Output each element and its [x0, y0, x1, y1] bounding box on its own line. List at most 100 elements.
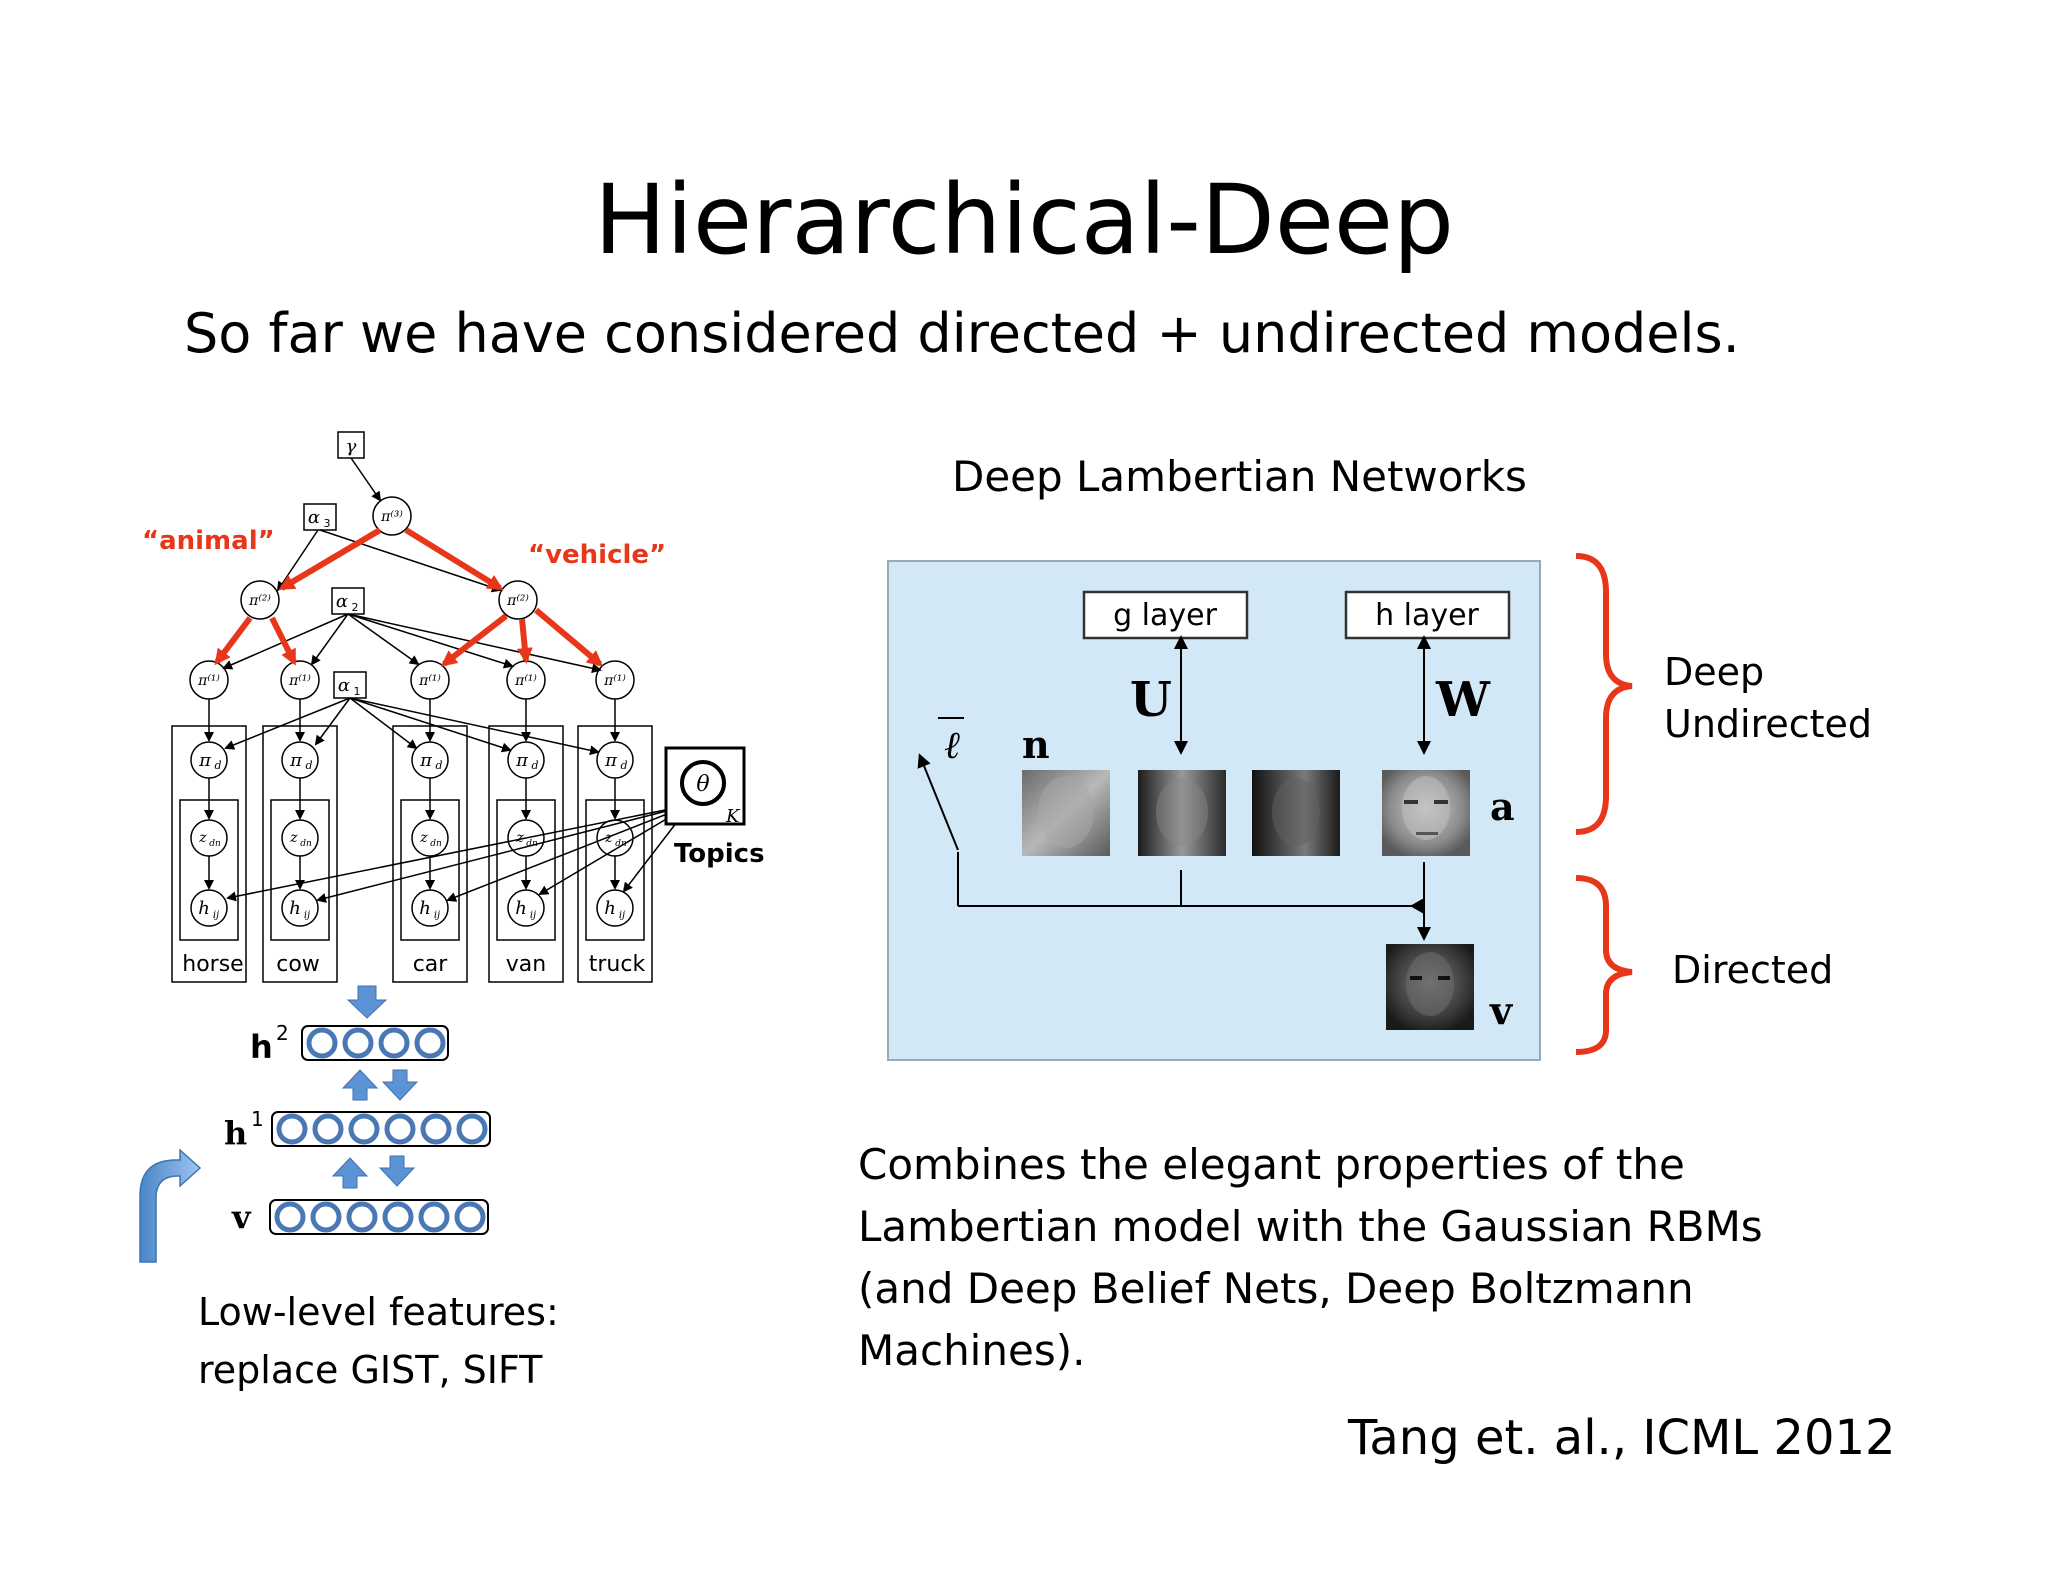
dln-diagram: g layer h layer U W ℓ n a	[887, 553, 1633, 1061]
svg-text:ij: ij	[434, 910, 440, 921]
zdn-node: z	[198, 830, 207, 846]
svg-text:ij: ij	[213, 910, 219, 921]
u-weight-label: U	[1130, 672, 1172, 728]
dbm-caption-line2: replace GIST, SIFT	[198, 1348, 543, 1392]
dbm-unit	[382, 1201, 414, 1233]
up-arrow-icon	[341, 1069, 379, 1101]
gamma-symbol: γ	[346, 436, 357, 457]
dbm-unit	[414, 1027, 446, 1059]
theta-node: θ	[696, 772, 709, 797]
dbm-unit	[378, 1027, 410, 1059]
normal-map-y-image	[1138, 770, 1226, 856]
image-v-label: v	[1489, 988, 1514, 1033]
curved-arrow-icon	[139, 1148, 202, 1263]
pid-node: π	[419, 750, 433, 771]
directed-brace	[1575, 875, 1633, 1055]
svg-text:ij: ij	[304, 910, 310, 921]
deep-undirected-label-line2: Undirected	[1664, 702, 1873, 746]
hij-node: h	[515, 898, 527, 919]
pid-node: π	[604, 750, 618, 771]
down-arrow-icon	[346, 985, 388, 1019]
pid-node: π	[515, 750, 529, 771]
svg-text:d: d	[531, 759, 538, 772]
w-weight-label: W	[1435, 672, 1491, 728]
svg-text:ij: ij	[530, 910, 536, 921]
dbm-unit	[310, 1201, 342, 1233]
h-layer-label: h layer	[1375, 598, 1479, 633]
pi1-node-van: π⁽¹⁾	[514, 673, 537, 689]
pi1-node-horse: π⁽¹⁾	[197, 673, 220, 689]
g-layer-label: g layer	[1113, 598, 1218, 633]
category-truck: truck	[589, 952, 646, 977]
svg-text:1: 1	[251, 1107, 264, 1131]
hij-node: h	[289, 898, 301, 919]
category-horse: horse	[182, 952, 243, 977]
pi1-node-car: π⁽¹⁾	[418, 673, 441, 689]
light-direction-label: ℓ	[944, 723, 960, 767]
svg-text:d: d	[620, 759, 627, 772]
body-text-line4: Machines).	[858, 1326, 1086, 1375]
dbm-stack: h 2 h 1 v	[139, 985, 491, 1263]
svg-text:dn: dn	[430, 839, 442, 849]
svg-text:1: 1	[354, 685, 361, 698]
hij-node: h	[419, 898, 431, 919]
up-arrow-icon	[331, 1157, 369, 1189]
plate-cow: π d z dn h ij	[281, 741, 319, 927]
hdp-graphical-model: γ α 3 π⁽³⁾ “animal” “vehicle” π⁽²⁾ π⁽²⁾ …	[142, 431, 765, 983]
dbm-unit	[456, 1113, 488, 1145]
dbm-unit	[276, 1113, 308, 1145]
dbm-unit	[384, 1113, 416, 1145]
svg-text:2: 2	[276, 1021, 289, 1045]
hij-node: h	[198, 898, 210, 919]
plate-van: π d z dn h ij	[507, 741, 545, 927]
body-text-line1: Combines the elegant properties of the	[858, 1140, 1685, 1189]
alpha1-symbol: α	[338, 675, 350, 696]
h2-label: h	[250, 1028, 273, 1066]
vehicle-label: “vehicle”	[528, 540, 666, 570]
plate-car: π d z dn h ij	[411, 741, 449, 927]
svg-text:dn: dn	[526, 839, 538, 849]
svg-text:d: d	[435, 759, 442, 772]
zdn-node: z	[515, 830, 524, 846]
svg-text:ij: ij	[619, 910, 625, 921]
citation: Tang et. al., ICML 2012	[1348, 1410, 1896, 1466]
dbm-unit	[342, 1027, 374, 1059]
dbm-unit	[420, 1113, 452, 1145]
zdn-node: z	[604, 830, 613, 846]
svg-text:dn: dn	[615, 839, 627, 849]
pi3-node: π⁽³⁾	[380, 509, 403, 525]
albedo-label: a	[1490, 784, 1515, 829]
plate-truck: π d z dn h ij	[596, 741, 634, 927]
alpha2-symbol: α	[336, 591, 348, 612]
down-arrow-icon	[378, 1155, 416, 1187]
pid-node: π	[198, 750, 212, 771]
deep-undirected-brace	[1575, 553, 1633, 835]
g-layer-box	[1082, 590, 1249, 640]
pid-node: π	[289, 750, 303, 771]
svg-text:dn: dn	[300, 839, 312, 849]
plate-horse: π d z dn h ij	[190, 741, 228, 927]
slide-subtitle: So far we have considered directed + und…	[184, 302, 1740, 365]
svg-text:dn: dn	[209, 839, 221, 849]
down-arrow-icon	[381, 1069, 419, 1101]
slide-title: Hierarchical-Deep	[594, 164, 1454, 276]
pi2-node-vehicle: π⁽²⁾	[506, 593, 529, 609]
pi1-node-cow: π⁽¹⁾	[288, 673, 311, 689]
dbm-caption-line1: Low-level features:	[198, 1290, 559, 1334]
dbm-unit	[346, 1201, 378, 1233]
dbm-unit	[418, 1201, 450, 1233]
dbm-unit	[306, 1027, 338, 1059]
dbm-unit	[274, 1201, 306, 1233]
category-van: van	[506, 952, 546, 977]
svg-text:d: d	[305, 759, 312, 772]
v-label: v	[231, 1198, 252, 1236]
alpha3-symbol: α	[308, 507, 320, 528]
dbm-unit	[312, 1113, 344, 1145]
pi1-node-truck: π⁽¹⁾	[603, 673, 626, 689]
hij-node: h	[604, 898, 616, 919]
normals-label: n	[1022, 722, 1050, 767]
topics-label: Topics	[674, 839, 765, 869]
category-car: car	[413, 952, 449, 977]
animal-label: “animal”	[142, 526, 275, 556]
